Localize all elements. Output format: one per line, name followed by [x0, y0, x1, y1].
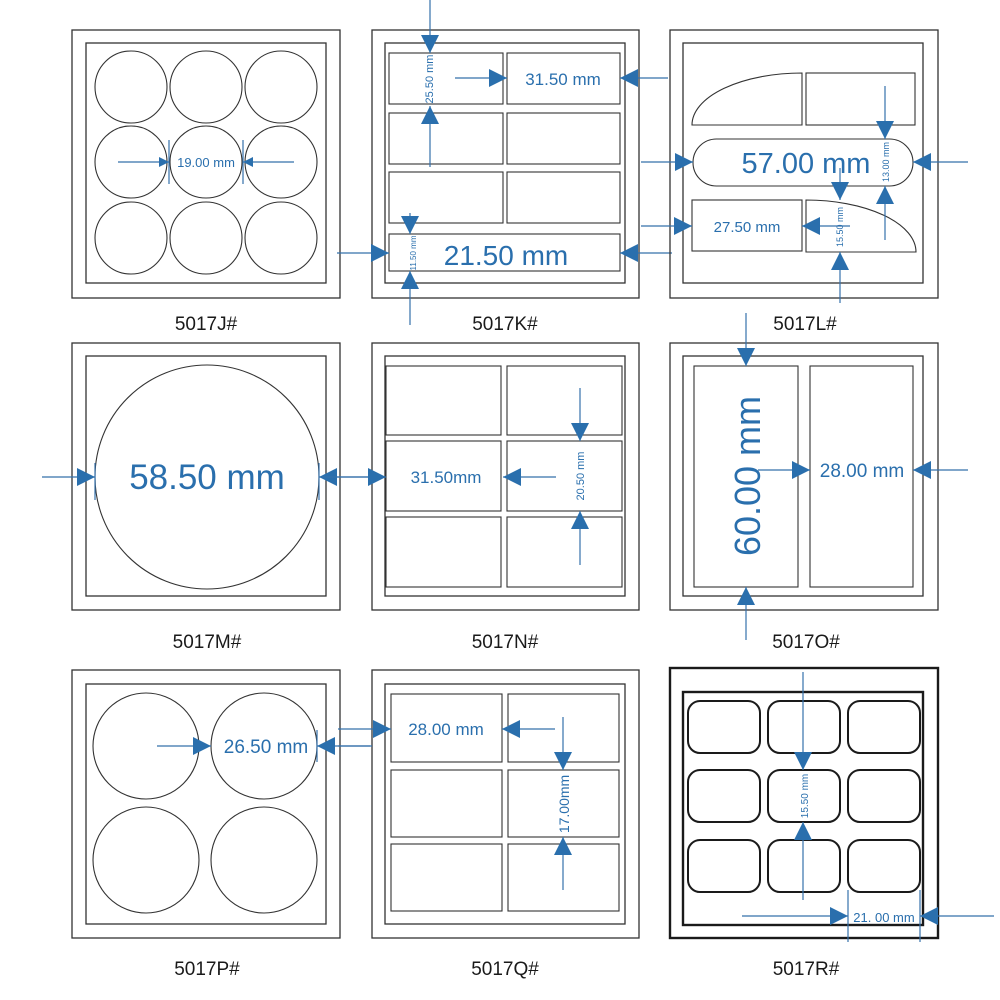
rect-label [506, 112, 621, 165]
sheet-inner-frame [384, 42, 626, 284]
sheet-outer-frame [669, 29, 939, 299]
round-label [244, 201, 318, 275]
dimension-o-height: 60.00 mm [727, 396, 768, 556]
rounded-rect-label [687, 769, 761, 823]
dimension-p-diameter: 26.50 mm [224, 737, 308, 758]
rect-label [805, 72, 916, 126]
rect-label [388, 112, 504, 165]
sheet-outer-frame [668, 666, 940, 940]
round-label [169, 125, 243, 199]
caption-5017q: 5017Q# [471, 959, 539, 980]
rect-label [506, 171, 621, 224]
dimension-r-height: 15.50 mm [800, 774, 811, 818]
dimension-l-oval-width: 57.00 mm [742, 148, 871, 180]
rect-label [385, 365, 502, 436]
sheet-inner-frame [85, 683, 327, 925]
rounded-rect-label [847, 700, 921, 754]
rect-label [506, 365, 623, 436]
rect-label [385, 516, 502, 588]
sheet-5017q: 28.00 mm 17.00mm 5017Q# [338, 669, 640, 980]
rounded-rect-label [847, 839, 921, 893]
rounded-rect-label [847, 769, 921, 823]
sheet-5017j: 19.00 mm 5017J# [71, 29, 341, 335]
rect-label [388, 171, 504, 224]
sheet-outer-frame [71, 29, 341, 299]
sheet-5017r: 15.50 mm 21. 00 mm 5017R# [668, 666, 994, 980]
rect-label [809, 365, 914, 588]
caption-5017p: 5017P# [174, 959, 240, 980]
dimension-n-height: 20.50 mm [575, 452, 587, 501]
dimension-n-width: 31.50mm [411, 468, 482, 487]
sheet-outer-frame [71, 669, 341, 939]
round-label [94, 50, 168, 124]
caption-5017k: 5017K# [472, 314, 538, 335]
dimension-k-width: 31.50 mm [525, 70, 601, 89]
dimension-q-height: 17.00mm [556, 775, 572, 833]
round-label [210, 806, 318, 914]
dimension-q-width: 28.00 mm [408, 720, 484, 739]
round-label [244, 50, 318, 124]
caption-5017j: 5017J# [175, 314, 238, 335]
dimension-l-oval-height: 13.00 mm [881, 142, 891, 182]
rect-label [506, 440, 623, 512]
dimension-m-diameter: 58.50 mm [129, 458, 285, 497]
rect-label [385, 440, 502, 512]
sheet-outer-frame [669, 342, 939, 611]
dimension-k-strip-width: 21.50 mm [444, 240, 569, 271]
dimension-k-strip-height: 11.50 mm [409, 235, 418, 270]
caption-5017n: 5017N# [472, 632, 539, 653]
dimension-r-width: 21. 00 mm [853, 910, 914, 925]
sheet-5017n: 31.50mm 20.50 mm 5017N# [322, 342, 640, 653]
quarter-round-label [805, 199, 917, 253]
dimension-j-diameter: 19.00 mm [177, 155, 235, 170]
sheet-outer-frame [371, 669, 640, 939]
rounded-rect-label [687, 700, 761, 754]
sheet-inner-frame [85, 42, 327, 284]
rect-label [390, 769, 503, 838]
dimension-k-height: 25.50 mm [424, 55, 436, 104]
sheet-5017p: 26.50 mm 5017P# [71, 669, 370, 980]
dimension-o-width: 28.00 mm [820, 461, 904, 482]
dimension-l-rect-width: 27.50 mm [714, 219, 781, 236]
caption-5017o: 5017O# [772, 632, 840, 653]
sheet-5017m: 58.50 mm 5017M# [42, 342, 372, 653]
round-label [94, 201, 168, 275]
rounded-rect-label [767, 839, 841, 893]
round-label [169, 50, 243, 124]
caption-5017l: 5017L# [773, 314, 837, 335]
caption-5017r: 5017R# [773, 959, 840, 980]
round-label [92, 806, 200, 914]
sheet-5017l: 57.00 mm 13.00 mm 27.50 mm 15.50 mm 5017… [641, 29, 968, 335]
rect-label [390, 843, 503, 912]
round-label [169, 201, 243, 275]
rect-label [506, 516, 623, 588]
sheet-5017o: 60.00 mm 28.00 mm 5017O# [669, 313, 968, 653]
rect-label [693, 365, 799, 588]
rounded-rect-label [687, 839, 761, 893]
rounded-rect-label [767, 700, 841, 754]
sheet-inner-frame [384, 683, 626, 925]
quarter-round-label [691, 72, 803, 126]
rect-label [691, 199, 803, 252]
dimension-l-rect-height: 15.50 mm [835, 207, 845, 247]
caption-5017m: 5017M# [173, 632, 242, 653]
sheet-outer-frame [371, 29, 640, 299]
sheet-5017k: 25.50 mm 31.50 mm 11.50 mm 21.50 mm 5017… [337, 0, 672, 335]
rect-label [506, 52, 621, 105]
